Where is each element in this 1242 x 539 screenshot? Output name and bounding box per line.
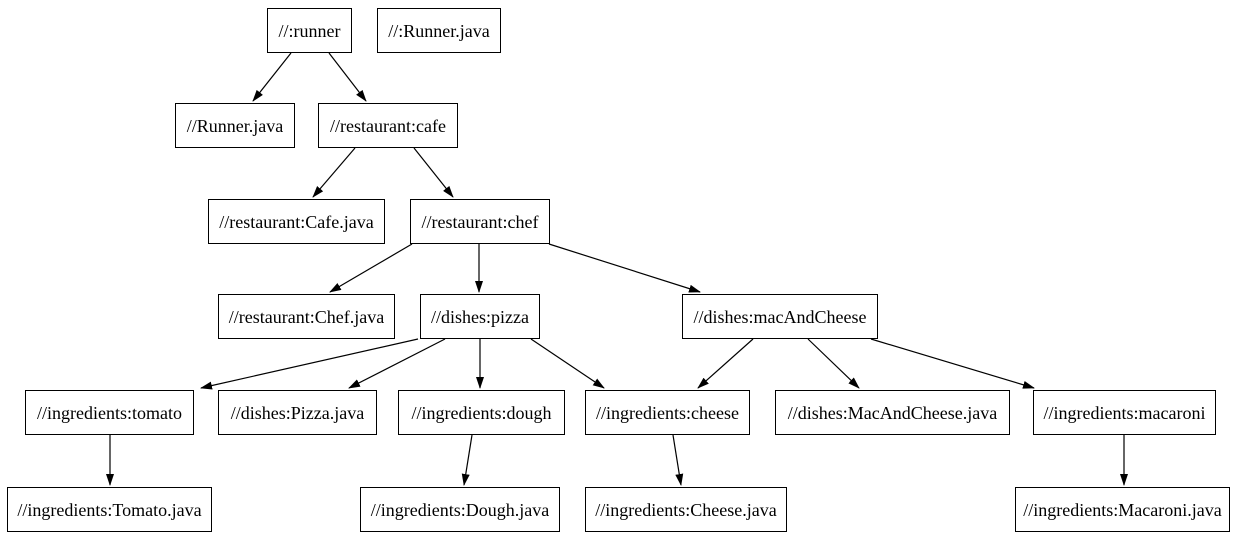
graph-node-dough-java: //ingredients:Dough.java: [360, 487, 560, 532]
edge-cheese-to-cheese-java: [672, 434, 684, 486]
graph-node-pizza: //dishes:pizza: [420, 294, 540, 339]
graph-node-pizza-java: //dishes:Pizza.java: [218, 390, 377, 435]
graph-node-runner: //:runner: [267, 8, 352, 53]
graph-node-tomato-java: //ingredients:Tomato.java: [7, 487, 212, 532]
edge-mac-and-cheese-to-mac-and-cheese-java: [807, 338, 860, 389]
graph-node-mac-and-cheese-java: //dishes:MacAndCheese.java: [775, 390, 1010, 435]
edge-runner-to-runner-java: [252, 52, 292, 102]
graph-node-cafe-java: //restaurant:Cafe.java: [208, 199, 385, 244]
graph-node-cafe: //restaurant:cafe: [318, 103, 458, 148]
graph-node-chef-java: //restaurant:Chef.java: [218, 294, 395, 339]
edge-mac-and-cheese-to-macaroni: [870, 338, 1035, 389]
edge-cafe-to-cafe-java: [312, 147, 356, 198]
edge-chef-to-mac-and-cheese: [548, 243, 701, 293]
edge-group: [106, 52, 1128, 486]
edge-dough-to-dough-java: [461, 434, 473, 486]
graph-node-macaroni-java: //ingredients:Macaroni.java: [1015, 487, 1230, 532]
graph-node-chef: //restaurant:chef: [410, 199, 550, 244]
graph-node-mac-and-cheese: //dishes:macAndCheese: [682, 294, 878, 339]
edge-pizza-to-tomato: [200, 338, 419, 390]
graph-node-cheese: //ingredients:cheese: [585, 390, 750, 435]
graph-node-tomato: //ingredients:tomato: [25, 390, 194, 435]
graph-node-macaroni: //ingredients:macaroni: [1033, 390, 1216, 435]
graph-node-runner-java-src: //:Runner.java: [377, 8, 501, 53]
graph-node-dough: //ingredients:dough: [398, 390, 565, 435]
graph-node-cheese-java: //ingredients:Cheese.java: [585, 487, 787, 532]
edge-pizza-to-pizza-java: [348, 338, 446, 389]
graph-node-runner-java: //Runner.java: [175, 103, 295, 148]
edge-pizza-to-cheese: [530, 338, 605, 389]
edge-chef-to-chef-java: [329, 243, 413, 293]
edge-cafe-to-chef: [413, 147, 454, 198]
edge-mac-and-cheese-to-cheese: [697, 338, 754, 389]
edge-runner-to-cafe: [328, 52, 367, 102]
